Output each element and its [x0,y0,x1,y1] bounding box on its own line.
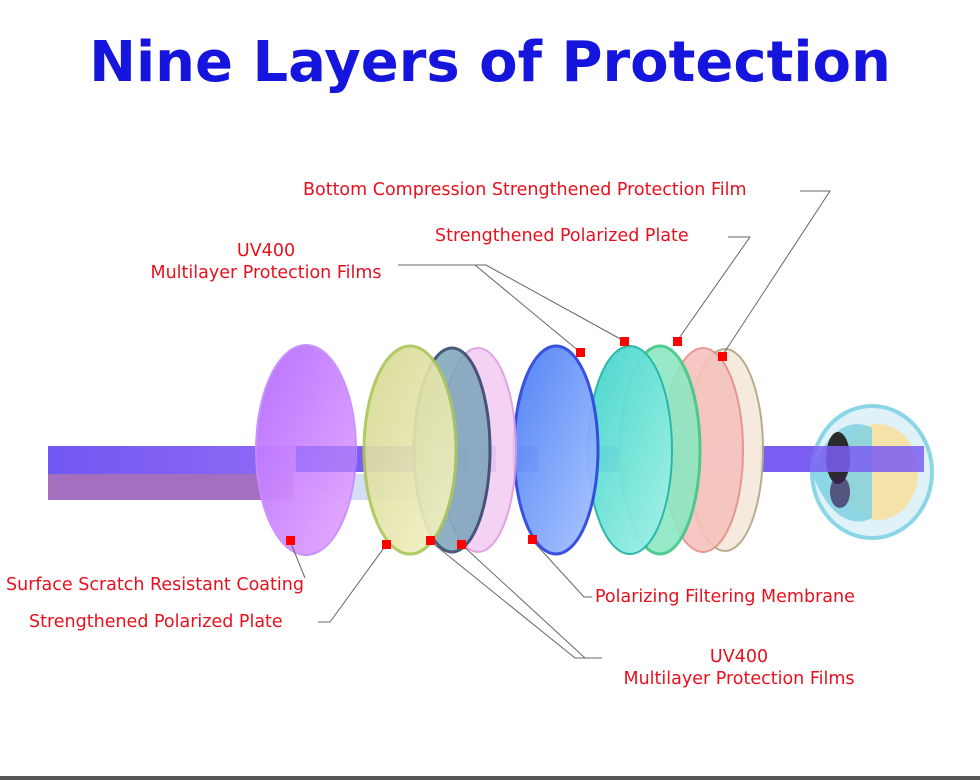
lens-layer-6 [587,345,673,555]
marker-dot [673,337,682,346]
lens-layer-5 [512,344,600,556]
marker-dot [528,535,537,544]
marker-points [286,337,727,549]
lens-layer-2 [362,344,458,556]
marker-dot [576,348,585,357]
marker-dot [620,337,629,346]
marker-dot [718,352,727,361]
label-strengthened-plate-bottom: Strengthened Polarized Plate [29,612,283,632]
label-strengthened-plate-top: Strengthened Polarized Plate [435,226,689,246]
label-uv400-bottom-line2: Multilayer Protection Films [623,669,855,689]
marker-dot [457,540,466,549]
marker-dot [286,536,295,545]
marker-dot [382,540,391,549]
label-uv400-bottom: UV400 Multilayer Protection Films [604,646,874,690]
label-uv400-top-line2: Multilayer Protection Films [150,263,382,283]
eye-icon [800,404,934,540]
label-uv400-bottom-line1: UV400 [709,647,769,667]
leader-lines [289,190,831,659]
label-bottom-compression: Bottom Compression Strengthened Protecti… [303,180,747,200]
marker-dot [426,536,435,545]
label-uv400-top-line1: UV400 [236,241,296,261]
lens-stack [255,344,764,556]
bottom-border [0,776,980,780]
page-title: Nine Layers of Protection [89,30,891,95]
label-uv400-top: UV400 Multilayer Protection Films [132,240,400,284]
label-polarizing-membrane: Polarizing Filtering Membrane [595,587,855,607]
label-surface-scratch: Surface Scratch Resistant Coating [6,575,304,595]
